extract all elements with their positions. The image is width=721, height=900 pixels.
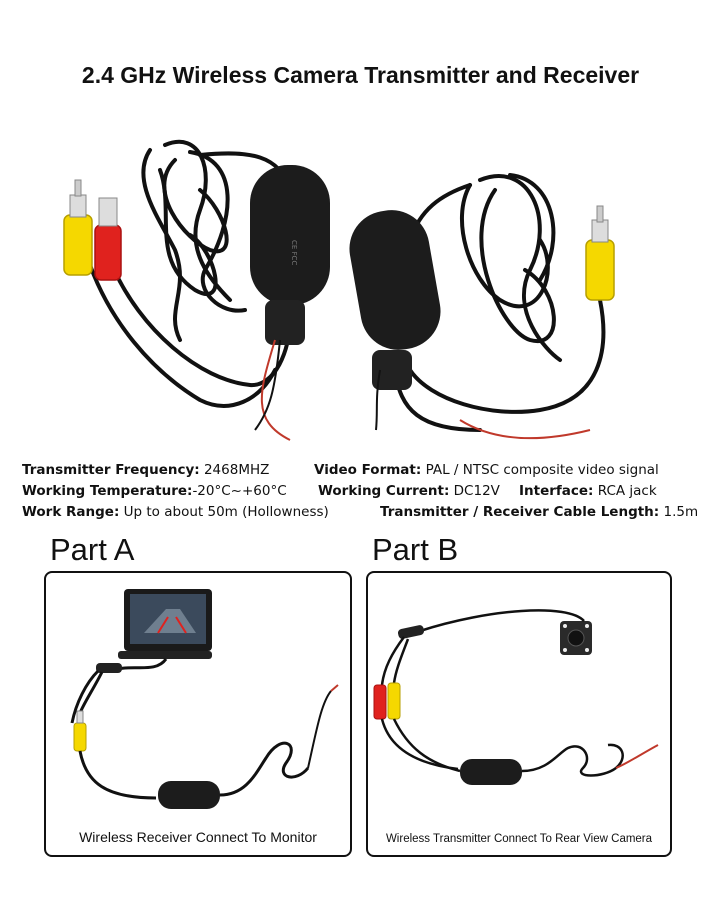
part-a-illustration — [70, 589, 339, 809]
svg-text:CE FCC: CE FCC — [290, 240, 298, 265]
part-a-caption: Wireless Receiver Connect To Monitor — [79, 829, 317, 845]
part-a-receiver-module — [158, 781, 220, 809]
receiver-module: CE FCC — [250, 165, 330, 345]
part-b-plugs — [373, 682, 401, 720]
spec-work-range: Work Range: Up to about 50m (Hollowness) — [22, 504, 329, 520]
yellow-rca-plug-left — [63, 179, 93, 276]
part-a-panel: Wireless Receiver Connect To Monitor — [44, 571, 352, 857]
spec-video-format: Video Format: PAL / NTSC composite video… — [314, 462, 659, 478]
part-b-caption: Wireless Transmitter Connect To Rear Vie… — [385, 833, 653, 845]
spec-working-current: Working Current: DC12V — [318, 483, 500, 499]
specs-row-3: Work Range: Up to about 50m (Hollowness)… — [22, 502, 712, 523]
part-b-illustration — [373, 609, 659, 785]
spec-cable-length: Transmitter / Receiver Cable Length: 1.5… — [380, 504, 699, 520]
specs-block: Transmitter Frequency: 2468MHZ Video For… — [22, 460, 712, 523]
specs-row-1: Transmitter Frequency: 2468MHZ Video For… — [22, 460, 712, 481]
red-dc-plug — [94, 197, 122, 281]
monitor — [118, 589, 212, 659]
part-b-label: Part B — [372, 532, 459, 567]
part-a-yellow-plug — [73, 710, 87, 752]
product-photo: CE FCC — [63, 139, 615, 441]
spec-interface: Interface: RCA jack — [519, 483, 657, 499]
part-a-label: Part A — [50, 532, 135, 567]
yellow-rca-plug-right — [585, 205, 615, 301]
specs-row-2: Working Temperature:-20°C~+60°C Working … — [22, 481, 712, 502]
spec-transmitter-frequency: Transmitter Frequency: 2468MHZ — [22, 462, 270, 478]
spec-working-temperature: Working Temperature:-20°C~+60°C — [22, 483, 287, 499]
page-title: 2.4 GHz Wireless Camera Transmitter and … — [81, 62, 640, 88]
part-b-transmitter-module — [460, 759, 522, 785]
rear-camera — [560, 621, 592, 655]
transmitter-module — [349, 210, 441, 390]
receiver-unit — [88, 139, 292, 408]
part-b-panel: Wireless Transmitter Connect To Rear Vie… — [366, 571, 672, 857]
